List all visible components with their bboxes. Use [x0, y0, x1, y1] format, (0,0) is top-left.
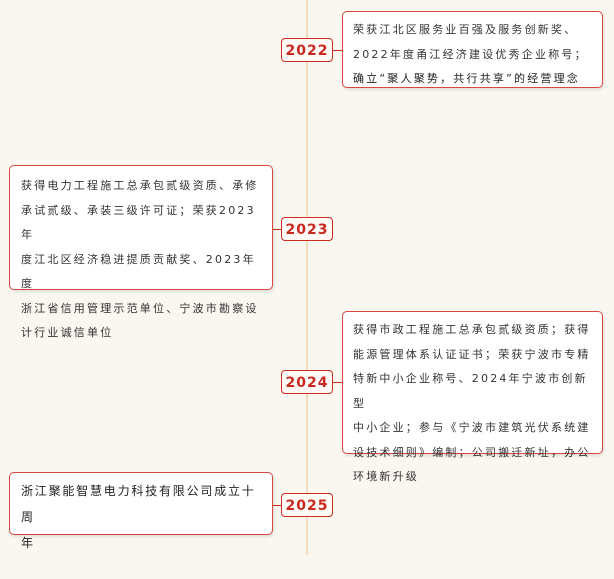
connector-2022	[333, 50, 342, 51]
connector-2023	[273, 229, 282, 230]
milestone-text-line: 计行业诚信单位	[21, 326, 114, 339]
connector-2025	[273, 505, 282, 506]
milestone-card-2025: 浙江聚能智慧电力科技有限公司成立十周 年	[9, 472, 273, 550]
milestone-text-line: 获得电力工程施工总承包贰级资质、承修	[21, 179, 259, 192]
milestone-text-line: 荣获江北区服务业百强及服务创新奖、	[353, 23, 578, 36]
milestone-text-line: 环境新升级	[353, 470, 419, 483]
milestone-text-line: 能源管理体系认证证书；荣获宁波市专精	[353, 347, 591, 361]
milestone-text-line: 年	[21, 536, 35, 550]
milestone-card-2023: 获得电力工程施工总承包贰级资质、承修 承试贰级、承装三级许可证；荣获2023年 …	[9, 165, 273, 339]
milestone-text-line: 度江北区经济稳进提质贡献奖、2023年度	[21, 252, 256, 291]
milestone-card-2024: 获得市政工程施工总承包贰级资质；获得 能源管理体系认证证书；荣获宁波市专精 特新…	[342, 311, 603, 483]
year-badge-2025: 2025	[281, 493, 333, 517]
milestone-text-line: 获得市政工程施工总承包贰级资质；获得	[353, 323, 591, 336]
milestone-text-line: 中小企业；参与《宁波市建筑光伏系统建	[353, 421, 591, 434]
milestone-text-line: 浙江聚能智慧电力科技有限公司成立十周	[21, 484, 256, 524]
year-badge-2023: 2023	[281, 217, 333, 241]
connector-2024	[333, 382, 342, 383]
milestone-text-line: 2022年度甬江经济建设优秀企业称号；	[353, 47, 588, 61]
milestone-text-line: 设技术细则》编制；公司搬迁新址，办公	[353, 445, 591, 459]
milestone-card-2022: 荣获江北区服务业百强及服务创新奖、 2022年度甬江经济建设优秀企业称号； 确立…	[342, 11, 603, 88]
timeline-axis	[306, 0, 308, 555]
milestone-text-line: 特新中小企业称号、2024年宁波市创新型	[353, 372, 588, 410]
milestone-text-line: 浙江省信用管理示范单位、宁波市勘察设	[21, 301, 259, 315]
milestone-text-line: 确立“聚人聚势，共行共享”的经营理念	[353, 72, 580, 85]
milestone-text-line: 承试贰级、承装三级许可证；荣获2023年	[21, 203, 256, 242]
year-badge-2022: 2022	[281, 38, 333, 62]
year-badge-2024: 2024	[281, 370, 333, 394]
